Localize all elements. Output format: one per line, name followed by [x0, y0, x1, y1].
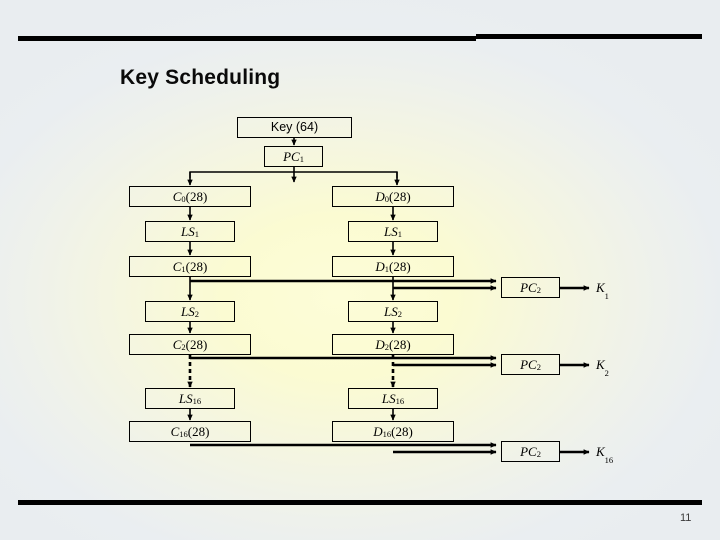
node-d1-sub: 1 — [384, 264, 389, 275]
node-pc2-round1-sub: 2 — [536, 285, 541, 296]
page-title: Key Scheduling — [120, 66, 281, 89]
node-key[interactable]: Key (64) — [237, 117, 352, 138]
node-pc2-round2-base: PC — [520, 357, 537, 372]
node-c2-base: C — [172, 337, 182, 352]
node-ls2-right-sub: 2 — [397, 309, 402, 320]
node-pc2-round1-base: PC — [520, 280, 537, 295]
node-ls1-left-base: LS — [181, 224, 195, 239]
output-label-k16-base: K — [596, 444, 605, 459]
node-d16-sub: 16 — [382, 429, 392, 440]
node-c0-sub: 0 — [181, 194, 186, 205]
footer-rule — [18, 500, 702, 505]
node-c2-tail: (28) — [185, 337, 208, 352]
output-label-k2: K2 — [596, 357, 609, 378]
node-pc2-round2-sub: 2 — [536, 362, 541, 373]
node-d1-tail: (28) — [388, 259, 411, 274]
output-label-k2-base: K — [596, 357, 605, 372]
node-d0-tail: (28) — [388, 189, 411, 204]
node-pc2-round16-sub: 2 — [536, 449, 541, 460]
wire-pc1-split-bus — [189, 171, 398, 178]
node-ls1-right-sub: 1 — [397, 229, 402, 240]
header-rule-right — [476, 34, 702, 39]
node-d2-base: D — [375, 337, 385, 352]
header-rule-left — [18, 36, 476, 41]
node-c16-sub: 16 — [179, 429, 188, 440]
output-label-k2-sub: 2 — [604, 367, 609, 378]
node-ls16-left-sub: 16 — [192, 396, 202, 407]
node-c0-base: C — [172, 189, 182, 204]
node-c16-base: C — [170, 424, 180, 439]
node-key-label: Key (64) — [270, 120, 319, 135]
output-label-k16: K16 — [596, 444, 614, 465]
output-label-k16-sub: 16 — [604, 454, 614, 465]
node-d0-sub: 0 — [384, 194, 389, 205]
output-label-k1-base: K — [596, 280, 605, 295]
output-label-k1-sub: 1 — [604, 290, 609, 301]
node-d2-tail: (28) — [388, 337, 411, 352]
node-c1-sub: 1 — [181, 264, 186, 275]
node-c0-tail: (28) — [185, 189, 208, 204]
node-c1-tail: (28) — [185, 259, 208, 274]
node-pc1-base: PC — [283, 149, 300, 164]
node-d16-tail: (28) — [391, 424, 413, 439]
node-ls16-left-base: LS — [178, 391, 193, 406]
node-ls1-right-base: LS — [384, 224, 398, 239]
node-ls1-left-sub: 1 — [194, 229, 199, 240]
node-d0-base: D — [375, 189, 385, 204]
node-ls2-left-base: LS — [181, 304, 195, 319]
page-number: 11 — [680, 512, 692, 524]
node-ls2-right-base: LS — [384, 304, 398, 319]
node-c2-sub: 2 — [181, 342, 186, 353]
node-c16-tail: (28) — [187, 424, 210, 439]
node-pc1-sub: 1 — [299, 154, 304, 165]
node-ls2-left-sub: 2 — [194, 309, 199, 320]
node-d16-base: D — [373, 424, 383, 439]
node-ls16-right-base: LS — [381, 391, 396, 406]
node-d1-base: D — [375, 259, 385, 274]
node-c1-base: C — [172, 259, 182, 274]
node-pc2-round16-base: PC — [520, 444, 537, 459]
node-d2-sub: 2 — [384, 342, 389, 353]
node-ls16-right-sub: 16 — [395, 396, 405, 407]
output-label-k1: K1 — [596, 280, 609, 301]
